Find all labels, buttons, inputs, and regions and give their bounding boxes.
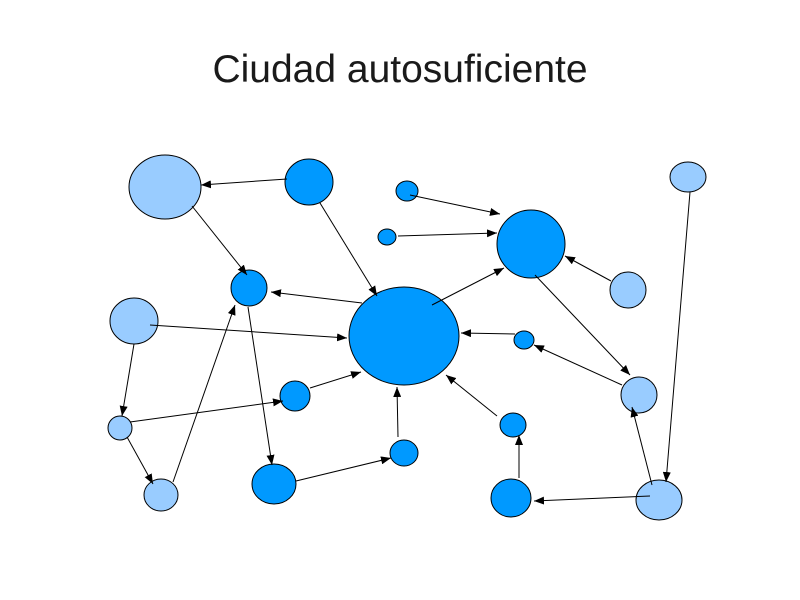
- edge-arrow-B-to-A: [200, 178, 288, 189]
- edge-arrow-A-to-G: [191, 205, 248, 276]
- node-B-dark: [284, 158, 334, 206]
- edge-arrow-C-to-E: [409, 194, 501, 216]
- edge-arrow-D-to-E: [397, 229, 498, 238]
- node-R-dark: [251, 463, 297, 505]
- edge-arrow-T-to-S: [533, 495, 651, 505]
- node-T-light: [635, 479, 683, 521]
- edge-arrow-I-to-E: [431, 267, 505, 306]
- edge-arrow-N-to-Q: [126, 436, 154, 485]
- node-C-dark: [395, 180, 419, 202]
- node-L-dark: [279, 380, 311, 412]
- edge-arrow-E-to-M: [534, 274, 631, 376]
- node-S-dark: [490, 478, 532, 518]
- edge-arrow-H-to-N: [119, 343, 135, 417]
- edge-arrow-K-to-I: [460, 329, 516, 338]
- node-K-dark: [513, 330, 535, 350]
- node-H-light: [109, 297, 159, 345]
- diagram-title: Ciudad autosuficiente: [212, 48, 588, 91]
- node-F-light: [669, 161, 707, 193]
- edge-arrow-L-to-I: [309, 371, 362, 389]
- node-D-dark: [377, 228, 397, 246]
- edge-arrow-P-to-I: [393, 386, 402, 438]
- node-I-dark: [348, 286, 460, 386]
- edge-arrow-B-to-I: [319, 202, 378, 297]
- edge-arrow-G-to-R: [247, 306, 275, 466]
- edge-arrow-I-to-G: [270, 289, 363, 304]
- node-M-light: [620, 376, 658, 414]
- node-A-light: [128, 154, 202, 220]
- node-P-dark: [389, 439, 419, 467]
- edge-arrow-F-to-T: [662, 191, 691, 483]
- edge-arrow-H-to-I: [149, 324, 348, 342]
- node-E-dark: [496, 209, 566, 279]
- edge-arrow-R-to-P: [295, 456, 392, 482]
- node-Q-light: [143, 478, 179, 512]
- node-O-dark: [499, 412, 527, 438]
- edge-arrow-Q-to-G: [172, 304, 236, 483]
- node-J-light: [609, 271, 647, 309]
- edge-arrow-J-to-E: [564, 255, 612, 282]
- edge-arrow-N-to-L: [129, 398, 284, 423]
- edge-arrow-M-to-K: [533, 344, 623, 386]
- node-N-light: [107, 415, 133, 441]
- edge-arrow-O-to-I: [445, 374, 498, 417]
- edge-arrow-T-to-M: [630, 406, 653, 486]
- node-G-dark: [230, 269, 268, 307]
